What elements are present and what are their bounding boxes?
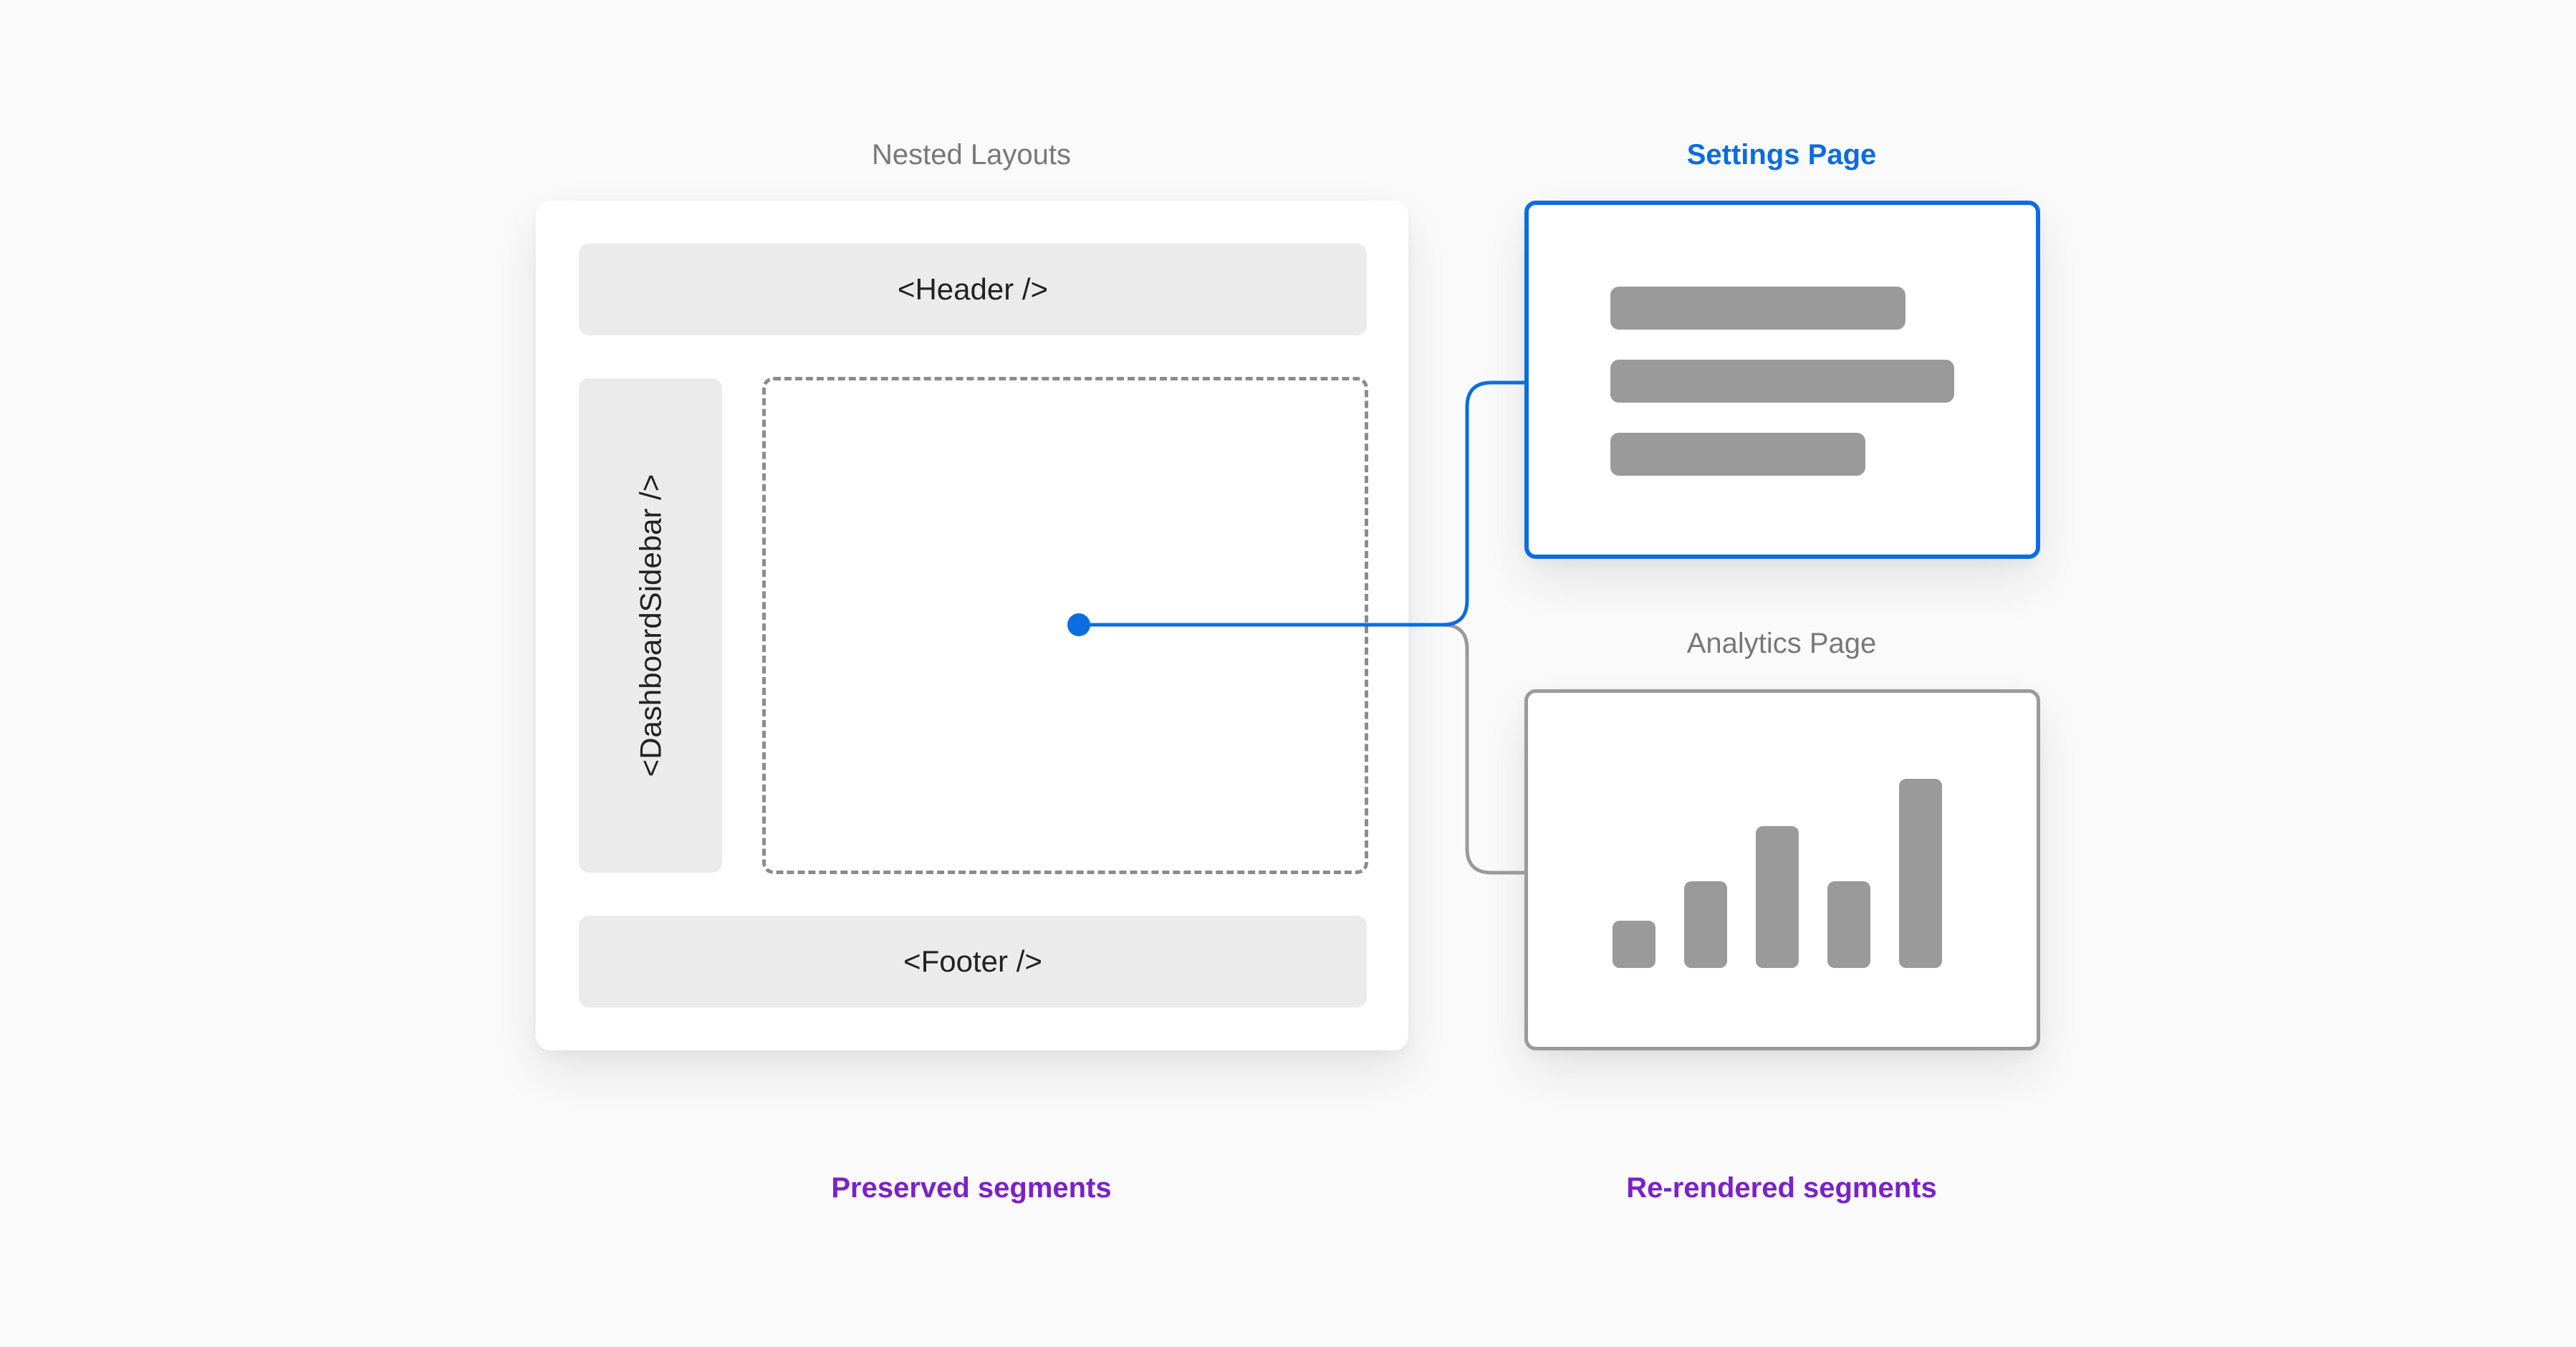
analytics-bar: [1899, 779, 1942, 968]
footer-block: <Footer />: [579, 916, 1367, 1007]
header-block: <Header />: [579, 244, 1367, 335]
analytics-page-title: Analytics Page: [1686, 628, 1877, 659]
text-line-placeholder: [1610, 433, 1865, 476]
analytics-connector: [1442, 623, 1524, 875]
slot-anchor-dot: [1067, 613, 1090, 636]
analytics-bar: [1827, 881, 1870, 968]
analytics-bar: [1613, 921, 1655, 968]
text-line-placeholder: [1610, 287, 1905, 330]
analytics-page-card: [1524, 689, 2040, 1050]
settings-page-card: [1524, 201, 2040, 559]
rerendered-segments-caption: Re-rendered segments: [1626, 1172, 1937, 1204]
preserved-segments-caption: Preserved segments: [831, 1172, 1112, 1204]
settings-connector: [1079, 380, 1524, 627]
nested-layouts-title: Nested Layouts: [872, 139, 1071, 171]
analytics-bar: [1756, 826, 1799, 968]
analytics-bar: [1684, 881, 1727, 968]
settings-page-title: Settings Page: [1686, 139, 1877, 171]
sidebar-block: <DashboardSidebar />: [579, 378, 722, 873]
text-line-placeholder: [1610, 360, 1954, 403]
